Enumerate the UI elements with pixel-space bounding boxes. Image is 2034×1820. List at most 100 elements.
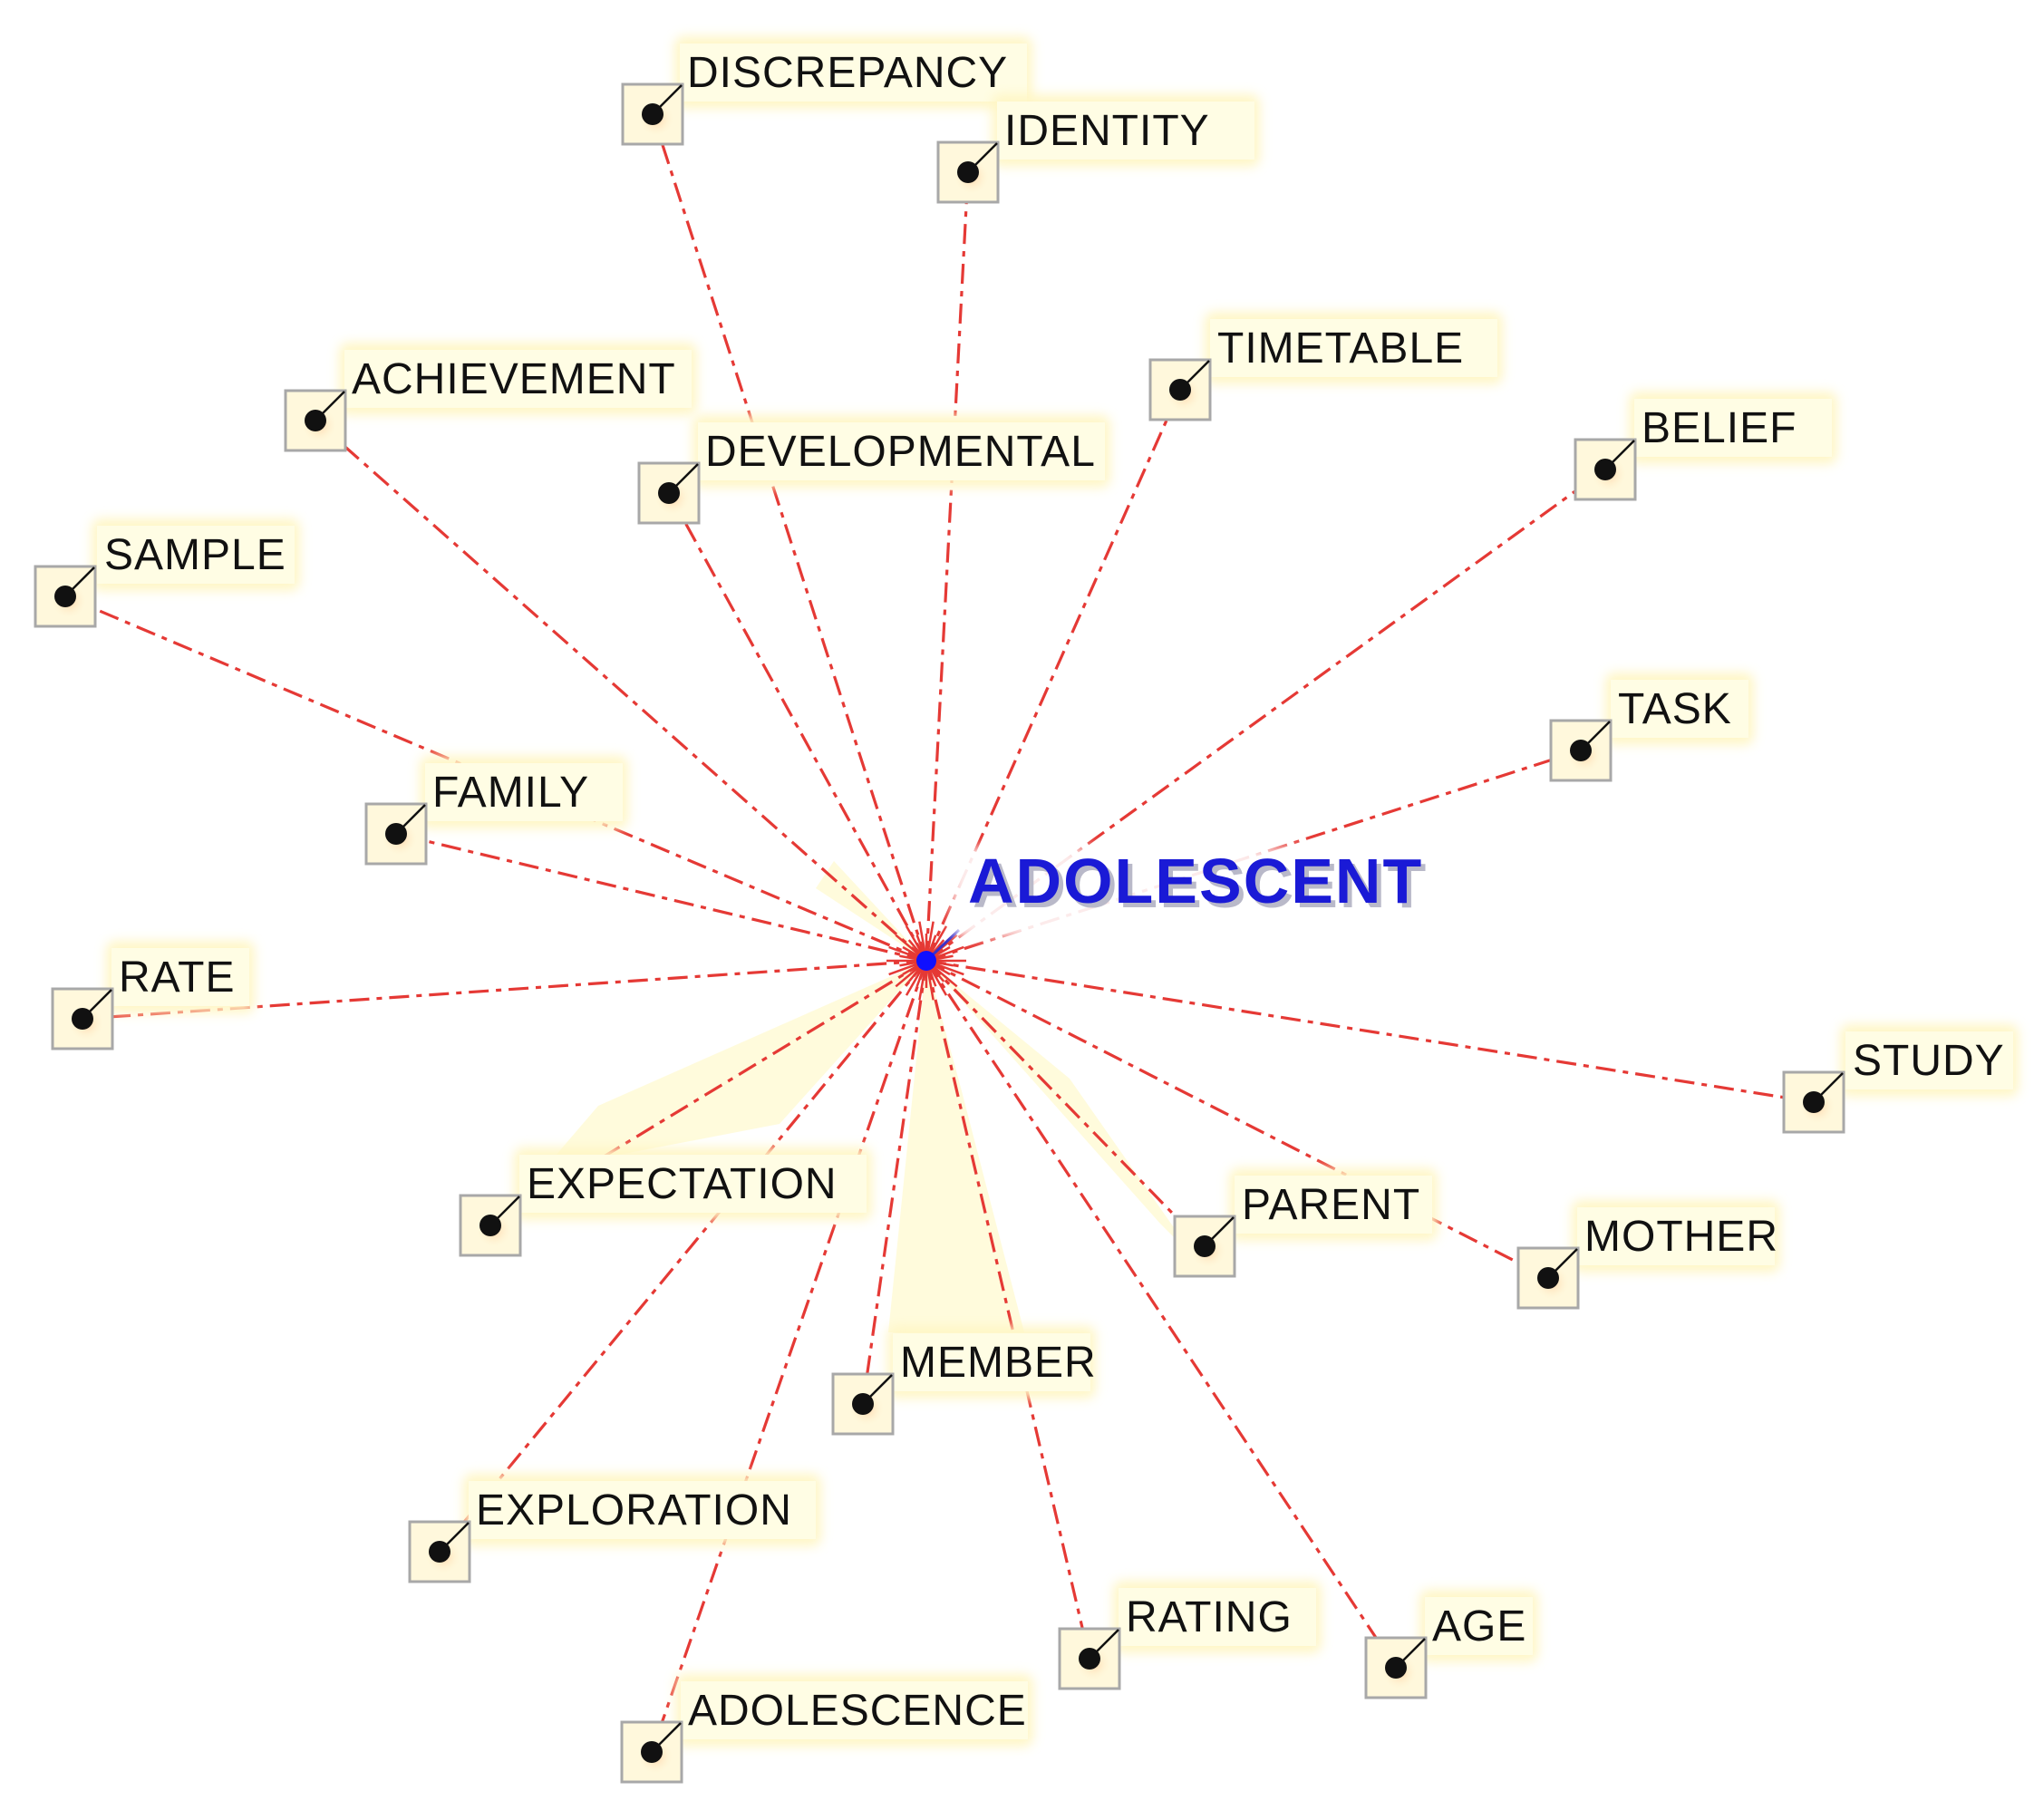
node-label-age: AGE: [1432, 1602, 1526, 1651]
node-developmental: DEVELOPMENTAL: [637, 415, 1110, 525]
node-mother: MOTHER: [1516, 1200, 1780, 1310]
node-label-identity: IDENTITY: [1004, 107, 1210, 155]
wedge-shape: [888, 961, 1024, 1332]
marker-dot: [1385, 1657, 1407, 1679]
node-marker-icon: [831, 1372, 895, 1436]
node-marker-icon: [51, 987, 114, 1050]
label-box: [97, 526, 295, 584]
wedge-shape: [544, 961, 926, 1169]
label-box: [997, 102, 1254, 160]
marker-dot: [1570, 740, 1592, 761]
node-family: FAMILY: [364, 756, 628, 866]
label-box: [681, 1681, 1028, 1739]
marker-dot: [957, 161, 979, 183]
label-box: [1235, 1176, 1432, 1234]
node-discrepancy: DISCREPANCY: [621, 36, 1032, 146]
label-box: [1119, 1588, 1316, 1646]
edge-parent: [925, 959, 1206, 1248]
marker-dot: [1537, 1267, 1559, 1289]
node-belief: BELIEF: [1574, 392, 1837, 501]
label-box: [344, 350, 692, 408]
edge-timetable: [925, 389, 1182, 962]
label-box: [698, 422, 1105, 480]
center-label-halo: [952, 847, 1441, 938]
node-label-parent: PARENT: [1242, 1181, 1420, 1229]
marker-dot: [54, 586, 76, 607]
marker-dot: [641, 1741, 663, 1763]
wedge-shape: [926, 961, 1196, 1260]
node-task: TASK: [1549, 673, 1754, 782]
node-expectation: EXPECTATION: [459, 1147, 872, 1257]
label-box: [1425, 1597, 1533, 1655]
node-label-developmental: DEVELOPMENTAL: [705, 428, 1096, 476]
marker-dot: [1079, 1648, 1100, 1670]
node-label-sample: SAMPLE: [104, 531, 286, 579]
marker-dot: [385, 823, 407, 845]
node-label-member: MEMBER: [900, 1339, 1097, 1387]
node-label-mother: MOTHER: [1584, 1213, 1778, 1261]
node-label-rating: RATING: [1126, 1593, 1293, 1641]
node-marker-icon: [459, 1194, 522, 1257]
label-box: [469, 1481, 816, 1539]
label-box: [1611, 680, 1748, 738]
node-marker-icon: [284, 389, 347, 452]
edge-study: [925, 959, 1815, 1104]
node-achievement: ACHIEVEMENT: [284, 343, 697, 452]
edge-member: [861, 960, 928, 1405]
marker-dot: [658, 482, 680, 504]
label-box: [893, 1333, 1090, 1391]
node-marker-icon: [364, 802, 428, 866]
node-marker-icon: [621, 82, 684, 146]
marker-dot: [305, 410, 326, 431]
marker-dot: [1194, 1235, 1216, 1257]
label-box: [111, 948, 249, 1006]
node-age: AGE: [1364, 1590, 1538, 1699]
node-label-exploration: EXPLORATION: [476, 1486, 792, 1534]
edge-developmental: [667, 492, 928, 962]
node-label-rate: RATE: [119, 954, 235, 1002]
label-box: [1634, 399, 1832, 457]
node-marker-icon: [1549, 719, 1613, 782]
edge-exploration: [438, 959, 928, 1554]
node-label-task: TASK: [1618, 685, 1732, 733]
label-box: [1210, 319, 1497, 377]
hub-dot: [916, 951, 936, 971]
node-parent: PARENT: [1173, 1168, 1438, 1278]
node-timetable: TIMETABLE: [1148, 312, 1503, 421]
hub: [886, 921, 966, 1001]
edge-achievement: [314, 419, 928, 963]
edge-age: [925, 960, 1398, 1669]
center-label-shadow: ADOLESCENT: [973, 850, 1428, 921]
edge-discrepancy: [651, 113, 928, 962]
node-label-expectation: EXPECTATION: [527, 1160, 838, 1208]
marker-dot: [852, 1393, 874, 1415]
node-label-family: FAMILY: [432, 769, 589, 817]
node-marker-icon: [408, 1520, 471, 1583]
nodes: DISCREPANCY IDENTITY TIMETABLE ACHIEVEMENTD…: [34, 36, 2019, 1784]
node-marker-icon: [637, 461, 701, 525]
marker-dot: [1169, 379, 1191, 401]
node-marker-icon: [34, 565, 97, 628]
node-marker-icon: [1364, 1636, 1428, 1699]
node-identity: IDENTITY: [936, 94, 1260, 204]
node-marker-icon: [1173, 1215, 1236, 1278]
node-label-discrepancy: DISCREPANCY: [687, 49, 1008, 97]
marker-dot: [1803, 1091, 1825, 1113]
node-label-adolescence: ADOLESCENCE: [688, 1687, 1027, 1735]
node-rate: RATE: [51, 941, 255, 1050]
node-member: MEMBER: [831, 1326, 1097, 1436]
marker-dot: [429, 1541, 450, 1563]
node-marker-icon: [1148, 358, 1212, 421]
node-label-study: STUDY: [1853, 1037, 2005, 1085]
node-marker-icon: [1058, 1627, 1121, 1690]
node-marker-icon: [1574, 438, 1637, 501]
edge-task: [925, 749, 1582, 963]
marker-dot: [479, 1215, 501, 1236]
label-box: [680, 44, 1027, 102]
node-marker-icon: [936, 140, 1000, 204]
label-box: [425, 763, 623, 821]
node-label-timetable: TIMETABLE: [1217, 324, 1464, 373]
node-sample: SAMPLE: [34, 518, 300, 628]
